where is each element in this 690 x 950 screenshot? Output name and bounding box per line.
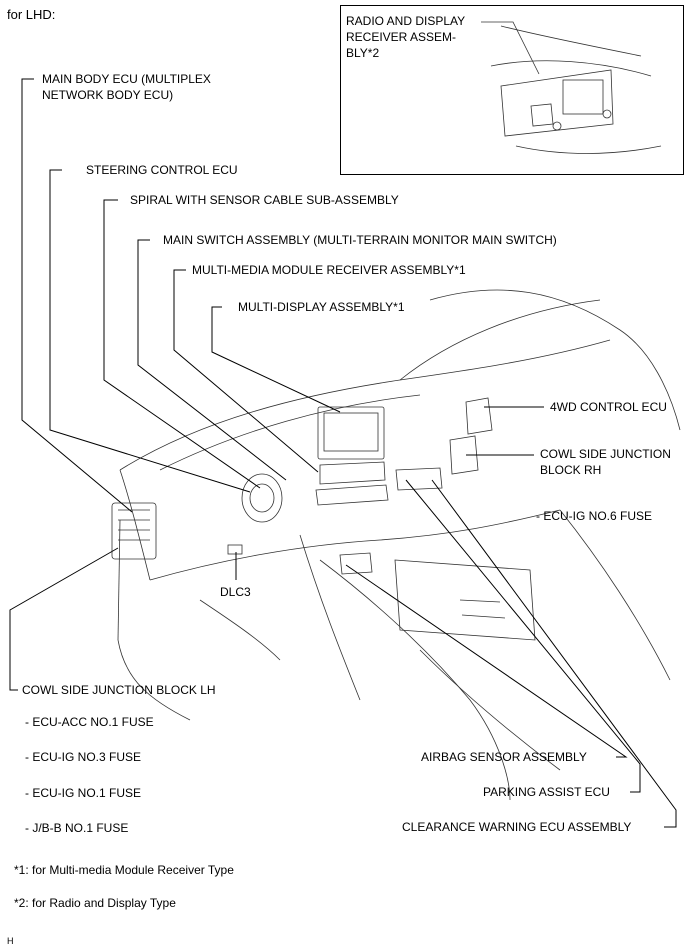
inset-label: RADIO AND DISPLAY RECEIVER ASSEM- BLY*2 (346, 14, 466, 60)
label-spiral-cable: SPIRAL WITH SENSOR CABLE SUB-ASSEMBLY (130, 193, 399, 207)
header-for-lhd: for LHD: (7, 7, 56, 22)
label-airbag-sensor: AIRBAG SENSOR ASSEMBLY (421, 750, 587, 764)
label-main-body-ecu: MAIN BODY ECU (MULTIPLEX NETWORK BODY EC… (42, 72, 211, 102)
label-dlc3: DLC3 (220, 585, 251, 599)
label-cowl-rh: COWL SIDE JUNCTION BLOCK RH (540, 447, 671, 477)
corner-code: H (7, 936, 14, 946)
label-ecu-ig-no3: - ECU-IG NO.3 FUSE (25, 750, 142, 764)
footnote-1: *1: for Multi-media Module Receiver Type (14, 863, 234, 877)
label-ecu-acc-no1: - ECU-ACC NO.1 FUSE (25, 715, 154, 729)
label-steering-control-ecu: STEERING CONTROL ECU (86, 163, 238, 177)
footnote-2: *2: for Radio and Display Type (14, 896, 176, 910)
label-multi-display: MULTI-DISPLAY ASSEMBLY*1 (238, 300, 405, 314)
label-main-switch: MAIN SWITCH ASSEMBLY (MULTI-TERRAIN MONI… (163, 233, 557, 247)
label-multimedia-receiver: MULTI-MEDIA MODULE RECEIVER ASSEMBLY*1 (192, 263, 466, 277)
label-clearance-warning: CLEARANCE WARNING ECU ASSEMBLY (402, 820, 632, 834)
dashboard-illustration (111, 289, 681, 801)
label-ecu-ig-no6: - ECU-IG NO.6 FUSE (536, 509, 653, 523)
label-jb-b-no1: - J/B-B NO.1 FUSE (25, 821, 129, 835)
inset-illustration (481, 21, 662, 154)
label-parking-assist: PARKING ASSIST ECU (483, 785, 610, 799)
label-ecu-ig-no1: - ECU-IG NO.1 FUSE (25, 786, 142, 800)
inset-radio-display: RADIO AND DISPLAY RECEIVER ASSEM- BLY*2 (340, 5, 684, 175)
label-cowl-lh: COWL SIDE JUNCTION BLOCK LH (22, 683, 216, 697)
label-4wd-control-ecu: 4WD CONTROL ECU (550, 400, 667, 414)
